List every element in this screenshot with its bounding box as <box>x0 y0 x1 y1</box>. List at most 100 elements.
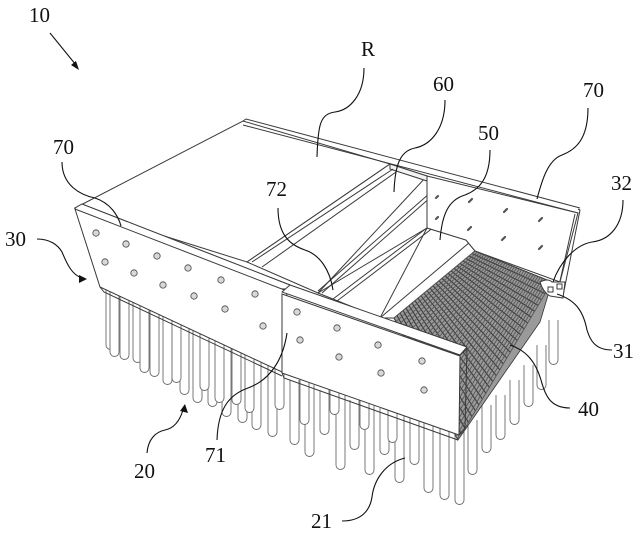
pile-39 <box>548 320 559 365</box>
pile-37 <box>523 365 534 407</box>
pile-36 <box>509 380 520 425</box>
mesh-bar-cross-31 <box>451 278 546 430</box>
bolt-7 <box>101 258 109 266</box>
bolt-6 <box>251 290 259 298</box>
mesh-bar-long-28 <box>474 250 553 283</box>
pile-20 <box>231 335 242 405</box>
label-40: 40 <box>578 397 599 421</box>
label-21: 21 <box>311 509 332 533</box>
bolt-10 <box>190 292 198 300</box>
pile-33 <box>467 420 478 475</box>
pile-2 <box>119 290 130 360</box>
mesh-bar-cross-6 <box>403 255 487 337</box>
mesh-bar-long-24 <box>462 260 539 306</box>
label-R: R <box>361 37 375 61</box>
right-back-panel-edge <box>562 208 581 297</box>
label-31: 31 <box>613 339 634 363</box>
groove-line-1 <box>251 168 394 263</box>
bolt-20 <box>420 386 428 394</box>
pile-29 <box>409 416 420 465</box>
slab-back-rim-inner <box>242 124 579 214</box>
arrow-10-head <box>71 61 79 70</box>
mesh-bar-long-14 <box>432 285 504 365</box>
pile-34 <box>481 405 492 453</box>
label-60: 60 <box>433 72 454 96</box>
mesh-bar-long-13 <box>429 287 501 371</box>
mesh-grid <box>393 250 553 441</box>
label-20: 20 <box>134 459 155 483</box>
pile-38 <box>536 345 547 390</box>
mesh-bar-long-16 <box>438 280 511 353</box>
panel-slots <box>434 194 544 251</box>
groove-line-4 <box>321 188 441 294</box>
right-front-plate <box>281 284 468 356</box>
mesh-bar-long-26 <box>468 255 546 295</box>
mesh-bar-long-22 <box>456 265 532 318</box>
bolt-12 <box>259 322 267 330</box>
label-70-left: 70 <box>53 135 74 159</box>
mesh-bar-cross-32 <box>453 279 548 433</box>
pile-16 <box>109 288 120 357</box>
bolt-19 <box>377 369 385 377</box>
bolt-3 <box>153 252 161 260</box>
pile-35 <box>495 395 506 440</box>
leader-60 <box>393 99 446 193</box>
leader-50 <box>439 149 491 241</box>
connector-31 <box>547 286 554 293</box>
pile-19 <box>199 322 210 391</box>
pile-21 <box>289 380 300 445</box>
arrow-20-head <box>180 404 188 413</box>
bolt-13 <box>293 308 301 316</box>
mesh-bar-cross-29 <box>447 277 541 422</box>
label-70-right: 70 <box>583 78 604 102</box>
pile-31 <box>439 426 450 500</box>
pile-25 <box>349 400 360 450</box>
label-72: 72 <box>266 177 287 201</box>
connector-32 <box>556 283 563 290</box>
pile-18 <box>171 312 182 383</box>
bolt-1 <box>92 229 100 237</box>
mesh-bar-cross-8 <box>407 257 492 345</box>
groove-line-5 <box>332 217 441 300</box>
left-plate-bottom-lip <box>99 286 283 377</box>
mesh-bar-long-27 <box>471 252 549 289</box>
bolt-17 <box>296 336 304 344</box>
right-plate-edge <box>458 347 468 436</box>
pile-40 <box>299 372 310 425</box>
mesh-bar-long-18 <box>444 275 518 341</box>
mesh-bar-cross-7 <box>405 256 490 341</box>
bolt-5 <box>217 276 225 284</box>
slab-back-rim <box>242 118 581 209</box>
label-30: 30 <box>5 227 26 251</box>
leader-72 <box>277 207 334 291</box>
right-back-panel-edge2 <box>557 213 576 291</box>
mesh-bar-cross-28 <box>445 276 539 419</box>
leader-70-right <box>536 107 589 200</box>
leader-10 <box>49 32 77 66</box>
mesh-bar-long-25 <box>465 257 542 301</box>
pile-23 <box>319 390 330 435</box>
mesh-bar-long-12 <box>426 290 497 376</box>
mesh-bar-long-19 <box>447 272 522 336</box>
bolt-8 <box>130 269 138 277</box>
mesh-bar-cross-5 <box>401 254 485 334</box>
mesh-bar-cross-2 <box>395 251 478 323</box>
label-10: 10 <box>29 3 50 27</box>
pile-17 <box>139 298 150 373</box>
mesh-bar-long-21 <box>453 267 528 324</box>
leader-21 <box>341 457 406 522</box>
bolt-9 <box>159 281 167 289</box>
mesh-bar-cross-4 <box>399 253 483 330</box>
groove-line-3 <box>317 185 439 292</box>
leader-R <box>316 67 365 158</box>
pile-27 <box>379 408 390 455</box>
mesh-bar-cross-33 <box>455 280 551 437</box>
mesh-bar-cross-3 <box>397 252 480 326</box>
pile-6 <box>179 314 190 395</box>
pile-13 <box>214 330 225 403</box>
mesh-bar-long-20 <box>450 270 525 330</box>
mesh-bar-long-23 <box>459 262 535 312</box>
leader-30 <box>36 238 83 279</box>
label-32: 32 <box>611 171 632 195</box>
bolt-14 <box>333 324 341 332</box>
